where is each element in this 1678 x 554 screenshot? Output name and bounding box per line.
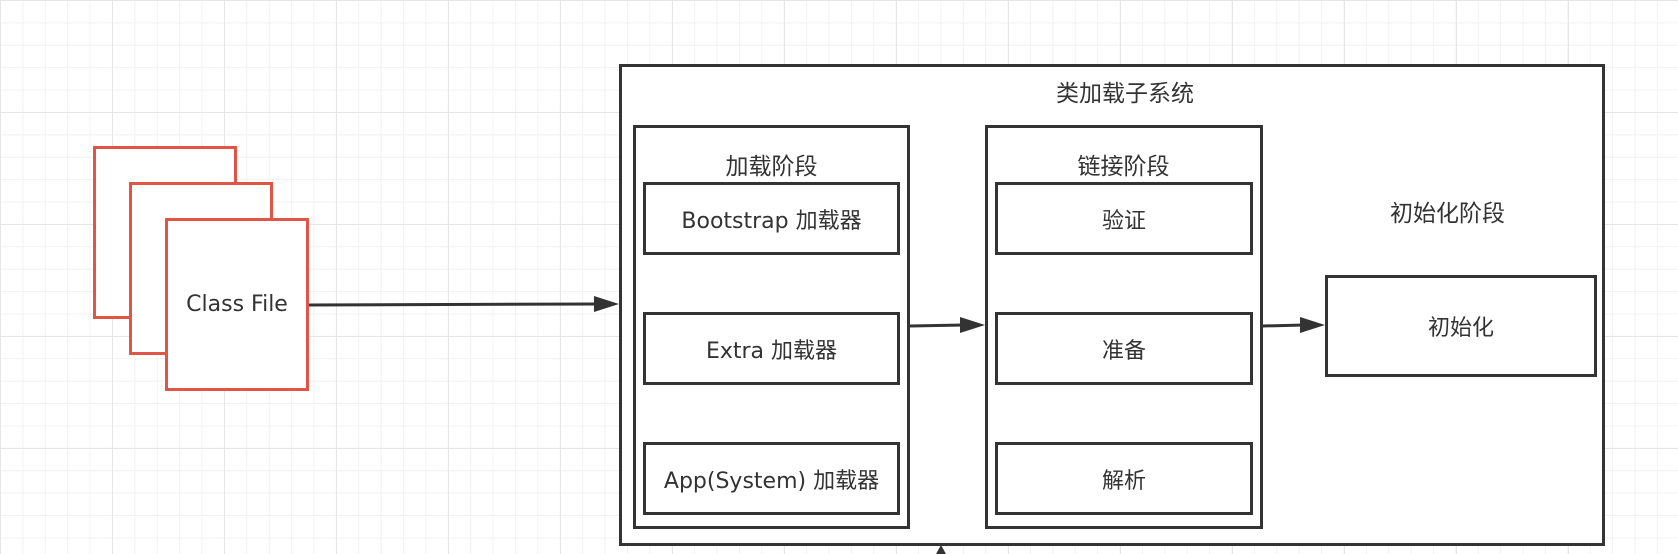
resolve-step[interactable]: 解析 xyxy=(995,442,1253,515)
verify-step-label: 验证 xyxy=(1101,208,1146,234)
arrow-file-to-subsystem xyxy=(308,296,619,312)
init-step[interactable]: 初始化 xyxy=(1325,275,1597,377)
bootstrap-loader[interactable]: Bootstrap 加载器 xyxy=(643,182,900,255)
init-phase-title: 初始化阶段 xyxy=(1390,201,1505,227)
init-step-label: 初始化 xyxy=(1427,316,1494,341)
arrow-up-from-bottom xyxy=(936,545,946,554)
class-file-front[interactable]: Class File xyxy=(165,218,309,391)
arrow-loading-to-linking xyxy=(909,317,985,333)
prepare-step-label: 准备 xyxy=(1101,338,1146,364)
resolve-step-label: 解析 xyxy=(1101,468,1146,494)
extra-loader[interactable]: Extra 加载器 xyxy=(643,312,900,385)
bootstrap-loader-label: Bootstrap 加载器 xyxy=(681,208,862,234)
app-system-loader[interactable]: App(System) 加载器 xyxy=(643,442,900,515)
class-file-label: Class File xyxy=(186,292,288,317)
verify-step[interactable]: 验证 xyxy=(995,182,1253,255)
linking-phase-title: 链接阶段 xyxy=(1077,154,1170,180)
subsystem-title: 类加载子系统 xyxy=(1056,81,1194,107)
arrow-linking-to-init xyxy=(1262,317,1325,333)
app-system-loader-label: App(System) 加载器 xyxy=(663,468,880,494)
prepare-step[interactable]: 准备 xyxy=(995,312,1253,385)
extra-loader-label: Extra 加载器 xyxy=(705,338,838,364)
loading-phase-title: 加载阶段 xyxy=(725,154,818,180)
